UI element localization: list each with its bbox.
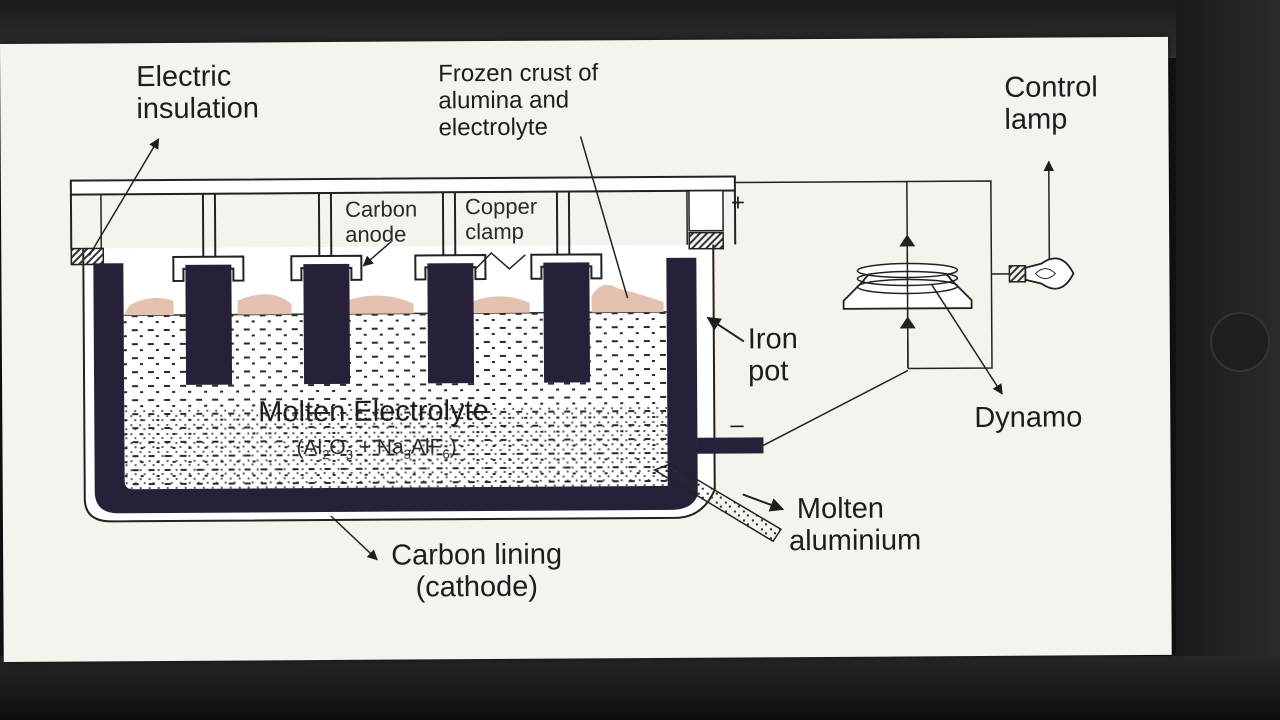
copper-clamp-line-1: Copper: [464, 193, 538, 220]
formula-na-sub: 3: [403, 446, 412, 462]
anode-assembly-4: [530, 191, 603, 383]
iron-pot-line-1: Iron: [747, 323, 798, 356]
frozen-crust-leader: [579, 136, 629, 299]
anode-assembly-3: [414, 192, 487, 384]
dynamo-icon: [842, 234, 973, 369]
device-camera-icon: [1210, 312, 1270, 372]
molten-aluminium-line-2: aluminium: [788, 524, 922, 558]
diagram-screen: Electric insulation Frozen crust of alum…: [0, 36, 1172, 662]
formula-alf: AlF: [410, 435, 443, 459]
aluminium-tap-pipe: [652, 463, 783, 543]
carbon-anode-3: [427, 263, 475, 384]
formula-plus: + Na: [352, 435, 404, 459]
negative-terminal-bar: [697, 437, 764, 454]
control-lamp-arrow: [1043, 160, 1055, 260]
electrolyte-formula: (Al2O3 + Na3AlF6): [296, 435, 456, 463]
molten-electrolyte-label: Molten Electrolyte: [258, 395, 489, 429]
molten-aluminium-label: Molten aluminium: [789, 492, 922, 558]
control-lamp-line-1: Control: [1004, 71, 1098, 104]
carbon-lining-label: Carbon lining (cathode): [391, 539, 562, 605]
molten-aluminium-arrow: [742, 493, 785, 512]
carbon-anode-line-1: Carbon: [344, 196, 418, 222]
formula-open: (Al: [296, 436, 323, 460]
iron-pot-label: Iron pot: [748, 323, 798, 388]
dynamo-arrow: [930, 283, 1003, 395]
plus-terminal-label: +: [730, 189, 746, 217]
wire-negative: [763, 369, 909, 447]
molten-aluminium-line-1: Molten: [796, 492, 884, 526]
anode-assembly-2: [290, 192, 363, 385]
electric-insulation-line-1: Electric: [136, 60, 232, 94]
device-frame-bottom: [0, 656, 1280, 720]
carbon-lining: [93, 257, 698, 514]
copper-clamp-leader: [474, 251, 526, 270]
right-lid-block: [688, 189, 724, 232]
frozen-crust-line-3: electrolyte: [438, 113, 548, 142]
minus-terminal-label: –: [730, 411, 744, 439]
electric-insulation-line-2: insulation: [136, 92, 260, 126]
frozen-crust-label: Frozen crust of alumina and electrolyte: [438, 59, 599, 142]
carbon-anode-4: [543, 262, 591, 383]
frozen-crust: [123, 284, 664, 316]
carbon-anode-arrow: [362, 241, 392, 267]
copper-clamp-line-2: clamp: [465, 218, 524, 244]
iron-pot-line-2: pot: [747, 355, 789, 388]
electric-insulation-arrow: [88, 138, 160, 256]
carbon-anode-line-2: anode: [345, 221, 407, 247]
electric-insulation-label: Electric insulation: [136, 60, 259, 126]
carbon-anode-1: [185, 264, 233, 385]
copper-clamp-label: Copper clamp: [464, 193, 538, 245]
formula-al-sub: 2: [322, 447, 330, 463]
carbon-lining-line-1: Carbon lining: [391, 538, 563, 572]
formula-o: O: [329, 435, 346, 459]
electrolytic-cell-diagram: [69, 136, 1075, 561]
electrolyte-dots: [124, 405, 668, 490]
control-lamp-label: Control lamp: [1004, 71, 1098, 137]
formula-close: ): [449, 435, 457, 459]
carbon-anode-label: Carbon anode: [344, 196, 418, 247]
carbon-lining-line-2: (cathode): [415, 571, 539, 604]
control-lamp-line-2: lamp: [1004, 103, 1068, 137]
iron-pot-arrow: [706, 316, 745, 343]
insulation-pad-left: [70, 247, 105, 266]
insulation-pad-right: [688, 231, 725, 250]
carbon-lining-arrow: [330, 515, 378, 561]
anode-assembly-1: [172, 193, 245, 385]
frozen-crust-line-2: alumina and: [438, 86, 570, 115]
lamp-icon: [1008, 257, 1075, 290]
dynamo-label: Dynamo: [974, 401, 1083, 435]
frozen-crust-line-1: Frozen crust of: [438, 59, 599, 88]
carbon-anode-2: [303, 263, 351, 385]
